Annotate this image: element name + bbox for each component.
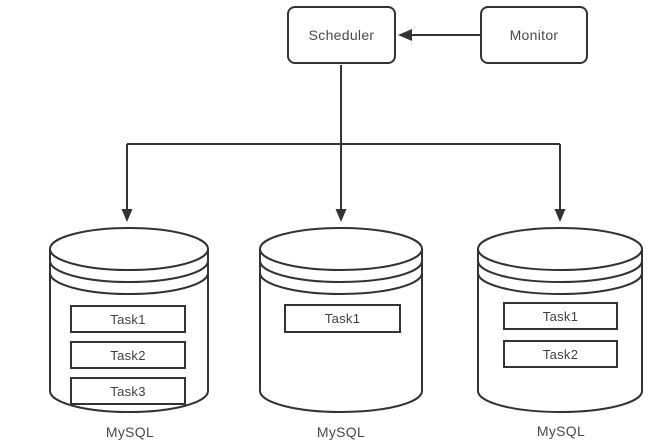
arrowhead-down-db1-icon xyxy=(121,209,133,222)
db3-task-box-2: Task2 xyxy=(503,340,618,368)
db-cylinder-1-top xyxy=(49,227,209,271)
db1-task-box-1: Task1 xyxy=(70,305,186,333)
scheduler-node: Scheduler xyxy=(287,6,396,64)
db1-task-box-3: Task3 xyxy=(70,377,186,405)
db-cylinder-3-body xyxy=(477,249,643,413)
arrowhead-left-icon xyxy=(398,29,412,41)
db-cylinder-2-ring-1 xyxy=(259,260,423,283)
task-label: Task1 xyxy=(324,311,361,326)
arrowhead-down-db2-icon xyxy=(335,209,347,222)
db2-label: MySQL xyxy=(316,424,366,440)
task-label: Task2 xyxy=(542,346,579,362)
db2-task-box-1: Task1 xyxy=(284,304,401,333)
db3-task-box-1: Task1 xyxy=(503,302,618,330)
monitor-label: Monitor xyxy=(509,27,559,43)
scheduler-label: Scheduler xyxy=(308,27,375,43)
task-label: Task1 xyxy=(542,308,579,324)
db-cylinder-2-top xyxy=(259,227,423,271)
db-cylinder-3-ring-2 xyxy=(477,272,643,295)
db3-label: MySQL xyxy=(536,423,586,439)
db-cylinder-1-ring-1 xyxy=(49,260,209,283)
db1-task-box-2: Task2 xyxy=(70,341,186,369)
db-cylinder-3 xyxy=(477,227,643,413)
connector-lines xyxy=(126,34,561,210)
task-label: Task2 xyxy=(110,347,146,363)
db-cylinder-3-top xyxy=(477,227,643,271)
db1-label: MySQL xyxy=(105,424,155,440)
db-cylinder-1-ring-2 xyxy=(49,272,209,295)
db-cylinder-3-ring-1 xyxy=(477,260,643,283)
task-label: Task1 xyxy=(110,311,146,327)
arrowheads xyxy=(121,29,566,222)
task-label: Task3 xyxy=(110,383,146,399)
monitor-node: Monitor xyxy=(480,6,588,64)
db-cylinder-2-ring-2 xyxy=(259,272,423,295)
arrowhead-down-db3-icon xyxy=(554,209,566,222)
